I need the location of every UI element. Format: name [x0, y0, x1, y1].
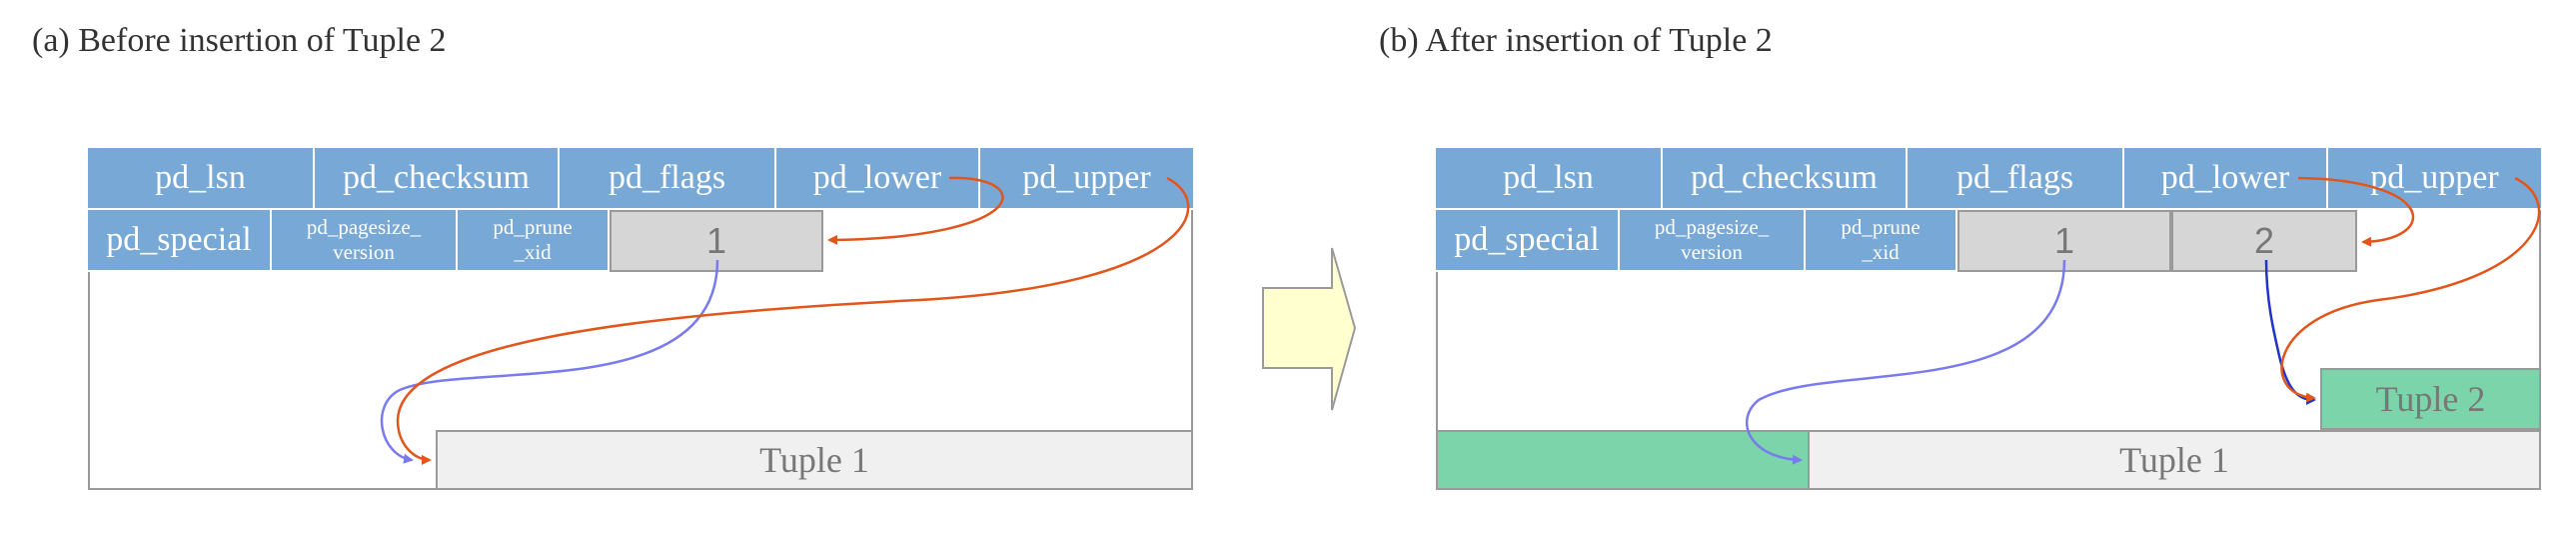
pd-lsn-field: pd_lsn: [88, 148, 315, 210]
pd-lower-field: pd_lower: [2124, 148, 2328, 210]
line-pointer-2: 2: [2171, 210, 2357, 272]
pd-checksum-field: pd_checksum: [1663, 148, 1908, 210]
pd-special-field: pd_special: [88, 210, 272, 272]
pd-special-field: pd_special: [1436, 210, 1620, 272]
pd-pagesize-version-field: pd_pagesize_ version: [1620, 210, 1806, 272]
pd-flags-field: pd_flags: [1908, 148, 2124, 210]
lp1-to-tuple1-arrow: [1745, 259, 2066, 465]
tuple-1-green-region: [1436, 430, 1810, 490]
tuple-2: Tuple 2: [2320, 368, 2541, 430]
pd-upper-field: pd_upper: [2328, 148, 2541, 210]
pd-prune-xid-field: pd_prune _xid: [458, 210, 610, 272]
lp2-to-tuple2-arrow: [2264, 259, 2316, 405]
pd-pagesize-version-field: pd_pagesize_ version: [272, 210, 458, 272]
pd-upper-field: pd_upper: [980, 148, 1193, 210]
pd-lower-to-lp2-arrow: [2297, 176, 2415, 247]
tuple-1: Tuple 1: [1808, 430, 2541, 490]
pd-upper-to-tuple1-arrow: [396, 176, 1190, 465]
pd-checksum-field: pd_checksum: [315, 148, 560, 210]
pd-upper-to-tuple2-arrow: [2280, 176, 2541, 403]
pd-flags-field: pd_flags: [560, 148, 776, 210]
caption-after: (b) After insertion of Tuple 2: [1379, 22, 1773, 59]
lp1-to-tuple1-arrow: [380, 259, 719, 464]
pd-lower-to-lp-arrow: [827, 176, 1004, 245]
pd-lsn-field: pd_lsn: [1436, 148, 1663, 210]
pd-prune-xid-field: pd_prune _xid: [1806, 210, 1957, 272]
tuple-1: Tuple 1: [436, 430, 1193, 490]
pd-lower-field: pd_lower: [776, 148, 980, 210]
caption-before: (a) Before insertion of Tuple 2: [32, 22, 447, 59]
line-pointer-1: 1: [1957, 210, 2171, 272]
